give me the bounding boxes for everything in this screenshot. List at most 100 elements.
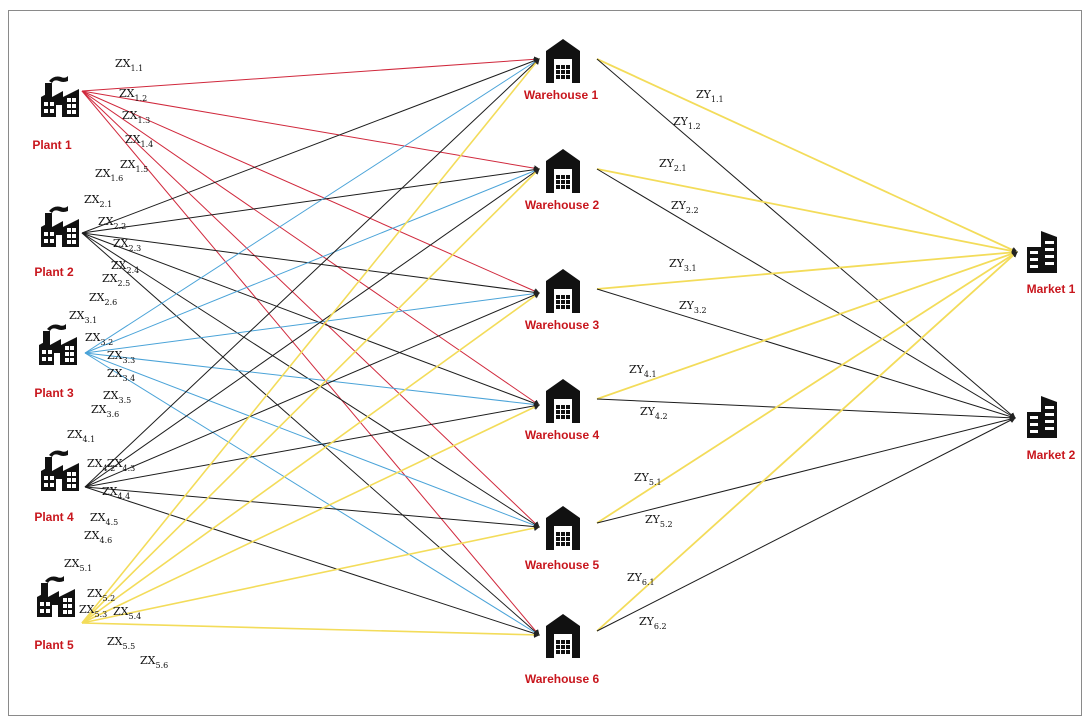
- edge-label-zy-3-2: ZY3.2: [679, 299, 707, 315]
- edge-label-zx-3-4: ZX3.4: [107, 367, 135, 383]
- warehouse-icon: [546, 269, 580, 313]
- market-building-icon: [1027, 396, 1057, 438]
- warehouse-5-label: Warehouse 5: [525, 558, 600, 572]
- plant-4-label: Plant 4: [34, 510, 74, 524]
- edge-label-zx-2-6: ZX2.6: [89, 291, 117, 307]
- warehouse-icon: [546, 379, 580, 423]
- edge-plant3-warehouse4: [84, 352, 540, 408]
- edge-label-zx-2-2: ZX2.2: [98, 215, 126, 231]
- edge-plant1-warehouse6: [81, 90, 540, 636]
- edge-label-zx-2-4: ZX2.4: [111, 259, 139, 275]
- edge-plant3-warehouse6: [84, 352, 540, 636]
- factory-icon: [41, 206, 79, 247]
- edge-plant4-warehouse2: [84, 168, 540, 488]
- edge-plant2-warehouse6: [81, 232, 540, 636]
- edge-label-zx-1-3: ZX1.3: [122, 109, 150, 125]
- factory-icon: [41, 450, 79, 491]
- edge-label-zx-3-1: ZX3.1: [69, 309, 97, 325]
- edge-label-zy-3-1: ZY3.1: [669, 257, 697, 273]
- plant-2-label: Plant 2: [34, 265, 74, 279]
- edge-label-zy-2-2: ZY2.2: [671, 199, 699, 215]
- edge-label-zx-5-6: ZX5.6: [140, 654, 168, 670]
- edge-label-zx-4-4: ZX4.4: [102, 485, 130, 501]
- edge-plant4-warehouse1: [84, 58, 540, 488]
- warehouse-4-label: Warehouse 4: [525, 428, 600, 442]
- edge-label-zy-1-1: ZY1.1: [696, 88, 724, 104]
- edge-label-zx-3-5: ZX3.5: [103, 389, 131, 405]
- market-1-label: Market 1: [1027, 282, 1076, 296]
- warehouse-2-label: Warehouse 2: [525, 198, 600, 212]
- edge-warehouse6-market1: [596, 251, 1018, 632]
- edge-plant2-warehouse4: [81, 232, 540, 407]
- edge-plant1-warehouse1: [81, 56, 540, 92]
- edge-label-zx-2-1: ZX2.1: [84, 193, 112, 209]
- edge-plant4-warehouse5: [84, 486, 540, 530]
- edge-plant2-warehouse3: [81, 232, 540, 296]
- factory-icon: [39, 324, 77, 365]
- edge-label-zy-5-2: ZY5.2: [645, 513, 673, 529]
- edge-warehouse6-market2: [596, 417, 1016, 632]
- edge-label-zx-1-5: ZX1.5: [120, 158, 148, 174]
- supply-chain-network: ZX1.1ZX1.2ZX1.3ZX1.4ZX1.5ZX1.6ZX2.1ZX2.2…: [32, 39, 1076, 686]
- edge-label-zy-4-1: ZY4.1: [629, 363, 657, 379]
- edge-label-zy-6-1: ZY6.1: [627, 571, 655, 587]
- warehouse-icon: [546, 39, 580, 83]
- edge-plant3-warehouse3: [84, 290, 540, 354]
- edge-label-zx-3-3: ZX3.3: [107, 349, 135, 365]
- market-2-label: Market 2: [1027, 448, 1076, 462]
- edge-label-zx-5-5: ZX5.5: [107, 635, 135, 651]
- edge-label-zx-2-3: ZX2.3: [113, 237, 141, 253]
- edge-label-zx-5-1: ZX5.1: [64, 557, 92, 573]
- edge-label-zx-5-4: ZX5.4: [113, 605, 141, 621]
- market-building-icon: [1027, 231, 1057, 273]
- edge-plant2-warehouse5: [81, 232, 540, 528]
- edge-plant5-warehouse1: [81, 58, 540, 624]
- edge-label-zx-3-6: ZX3.6: [91, 403, 119, 419]
- warehouse-icon: [546, 614, 580, 658]
- edge-label-zy-2-1: ZY2.1: [659, 157, 687, 173]
- warehouse-1-label: Warehouse 1: [524, 88, 599, 102]
- edge-label-zx-4-5: ZX4.5: [90, 511, 118, 527]
- edge-plant2-warehouse2: [81, 166, 540, 234]
- edge-warehouse5-market1: [596, 251, 1018, 524]
- edge-label-zx-5-3: ZX5.3: [79, 603, 107, 619]
- edge-label-zy-5-1: ZY5.1: [634, 471, 662, 487]
- edge-warehouse2-market2: [596, 168, 1016, 419]
- warehouse-icon: [546, 506, 580, 550]
- edge-plant5-warehouse5: [81, 525, 540, 624]
- edge-plant1-warehouse4: [81, 90, 540, 406]
- edge-label-zx-4-6: ZX4.6: [84, 529, 112, 545]
- edge-label-zx-3-2: ZX3.2: [85, 331, 113, 347]
- edge-warehouse1-market1: [596, 58, 1018, 253]
- edge-label-zx-1-1: ZX1.1: [115, 57, 143, 73]
- edge-plant1-warehouse3: [81, 90, 540, 294]
- edge-plant4-warehouse6: [84, 486, 540, 637]
- edge-label-zy-6-2: ZY6.2: [639, 615, 667, 631]
- edge-label-zx-4-2: ZX4.2: [87, 457, 115, 473]
- edge-warehouse2-market1: [596, 168, 1018, 254]
- edge-label-zx-2-5: ZX2.5: [102, 272, 130, 288]
- edge-warehouse5-market2: [596, 416, 1016, 524]
- edge-plant1-warehouse2: [81, 90, 540, 172]
- plant-1-label: Plant 1: [32, 138, 72, 152]
- edge-plant4-warehouse4: [84, 402, 540, 488]
- edge-warehouse3-market2: [596, 288, 1016, 420]
- plant-5-label: Plant 5: [34, 638, 74, 652]
- edge-labels-layer: ZX1.1ZX1.2ZX1.3ZX1.4ZX1.5ZX1.6ZX2.1ZX2.2…: [64, 57, 724, 670]
- warehouse-3-label: Warehouse 3: [525, 318, 600, 332]
- edge-label-zy-4-2: ZY4.2: [640, 405, 668, 421]
- edge-plant5-warehouse4: [81, 404, 540, 624]
- edge-label-zx-4-3: ZX4.3: [107, 457, 135, 473]
- edge-label-zx-5-2: ZX5.2: [87, 587, 115, 603]
- edge-plant5-warehouse2: [81, 168, 540, 624]
- factory-icon: [37, 576, 75, 617]
- factory-icon: [41, 76, 79, 117]
- warehouse-6-label: Warehouse 6: [525, 672, 600, 686]
- edge-label-zx-1-2: ZX1.2: [119, 87, 147, 103]
- edge-warehouse3-market1: [596, 249, 1018, 290]
- edge-label-zx-1-4: ZX1.4: [125, 133, 153, 149]
- edge-plant1-warehouse5: [81, 90, 540, 528]
- edge-warehouse1-market2: [596, 58, 1016, 419]
